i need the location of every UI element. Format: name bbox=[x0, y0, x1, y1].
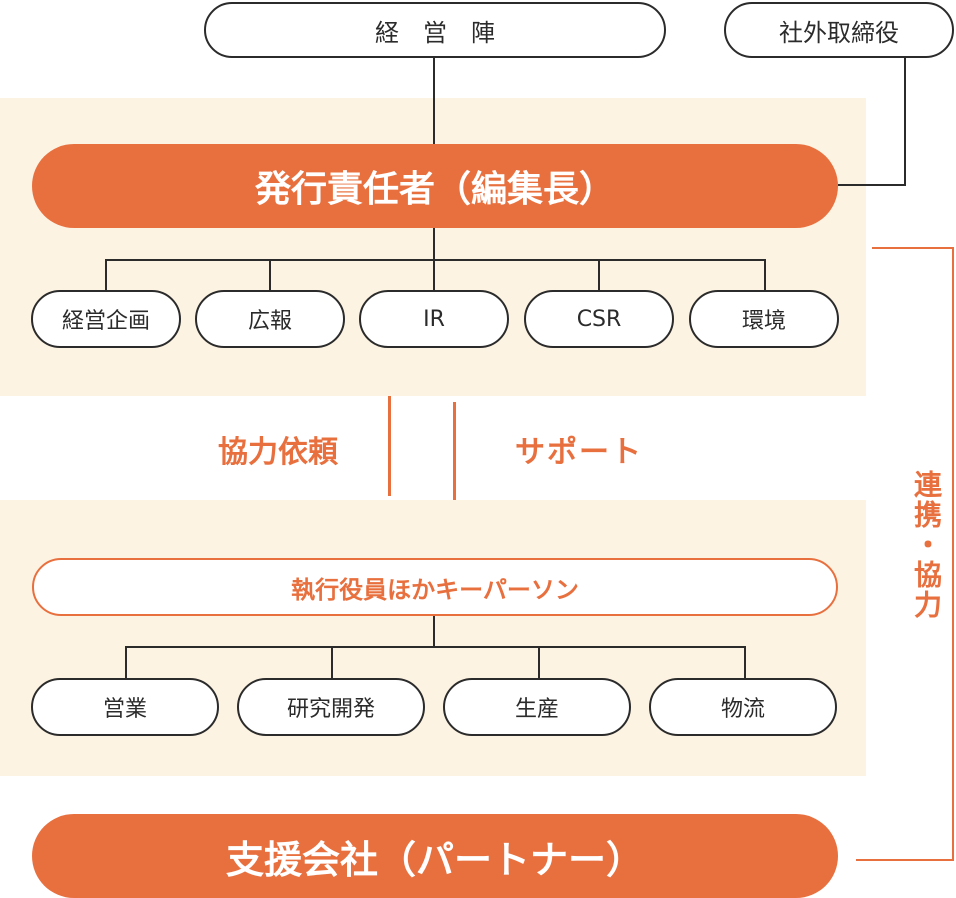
connector-dept-2 bbox=[269, 259, 271, 291]
publisher-box: 発行責任者（編集長） bbox=[32, 144, 838, 228]
department-box: 環境 bbox=[689, 290, 839, 348]
partners-label: 支援会社（パートナー） bbox=[225, 837, 644, 882]
division-box: 営業 bbox=[31, 678, 219, 736]
department-label: 環境 bbox=[741, 309, 786, 334]
management-box: 経 営 陣 bbox=[204, 2, 666, 58]
division-label: 物流 bbox=[720, 697, 765, 722]
connector-support-line bbox=[453, 402, 456, 500]
connector-dept-4 bbox=[598, 259, 600, 291]
division-box: 生産 bbox=[443, 678, 631, 736]
management-label: 経 営 陣 bbox=[375, 18, 495, 47]
connector-dept-3 bbox=[433, 259, 435, 291]
department-box: IR bbox=[359, 290, 509, 348]
request-label: 協力依頼 bbox=[218, 435, 338, 470]
division-label: 研究開発 bbox=[286, 697, 375, 722]
connector-dept-1 bbox=[105, 259, 107, 291]
department-label: 経営企画 bbox=[61, 309, 150, 334]
department-label: CSR bbox=[576, 306, 622, 332]
publisher-label: 発行責任者（編集長） bbox=[254, 169, 615, 210]
partners-box: 支援会社（パートナー） bbox=[32, 814, 838, 898]
department-box: CSR bbox=[524, 290, 674, 348]
executives-label: 執行役員ほかキーパーソン bbox=[291, 575, 579, 604]
connector-dept-5 bbox=[764, 259, 766, 291]
outside-directors-label: 社外取締役 bbox=[779, 18, 899, 47]
connector-request-line bbox=[388, 396, 391, 496]
connector-directors-horizontal bbox=[838, 184, 906, 186]
division-box: 研究開発 bbox=[237, 678, 425, 736]
executives-box: 執行役員ほかキーパーソン bbox=[32, 558, 838, 616]
cooperation-bracket-top bbox=[872, 247, 954, 249]
connector-div-1 bbox=[125, 646, 127, 680]
division-label: 生産 bbox=[514, 697, 559, 722]
connector-publisher-to-departments bbox=[433, 225, 435, 261]
cooperation-bracket-bottom bbox=[856, 859, 954, 861]
connector-departments-bar bbox=[105, 259, 766, 261]
cooperation-label: 連携・協力 bbox=[910, 470, 943, 620]
department-label: IR bbox=[423, 306, 445, 332]
cooperation-bracket-side bbox=[952, 247, 954, 861]
support-label: サポート bbox=[515, 435, 643, 470]
department-box: 広報 bbox=[195, 290, 345, 348]
division-label: 営業 bbox=[102, 697, 147, 722]
connector-div-4 bbox=[744, 646, 746, 680]
department-label: 広報 bbox=[247, 309, 292, 334]
connector-directors-vertical bbox=[904, 56, 906, 186]
connector-div-2 bbox=[331, 646, 333, 680]
connector-divisions-bar bbox=[125, 646, 746, 648]
division-box: 物流 bbox=[649, 678, 837, 736]
connector-div-3 bbox=[538, 646, 540, 680]
connector-management-to-publisher bbox=[433, 56, 435, 146]
outside-directors-box: 社外取締役 bbox=[724, 2, 954, 58]
connector-executives-to-divisions bbox=[433, 614, 435, 648]
department-box: 経営企画 bbox=[31, 290, 181, 348]
